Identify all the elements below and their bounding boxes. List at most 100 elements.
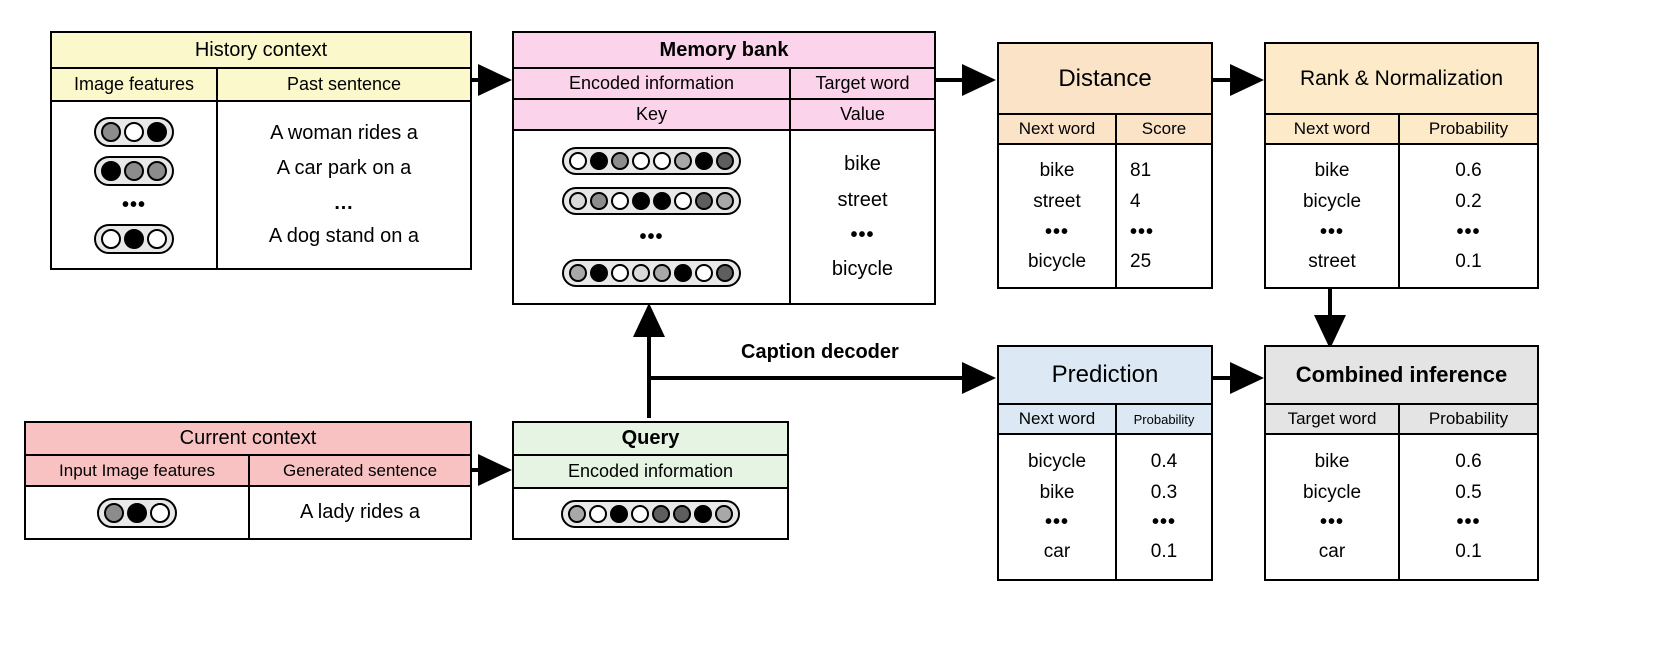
- combined-word: car: [1318, 540, 1346, 562]
- feature-dot: [147, 160, 167, 181]
- key-vector-pill: [562, 187, 741, 215]
- rank-word: street: [1308, 250, 1356, 272]
- feature-dot: [674, 192, 692, 210]
- past-sentence-item: A dog stand on a: [268, 224, 420, 247]
- memory-bank-col-value: Value: [789, 100, 934, 129]
- rank-normalization-next-word-column: bike bicycle ••• street: [1266, 145, 1398, 287]
- combined-probability: •••: [1456, 511, 1481, 534]
- distance-next-word-column: bike street ••• bicycle: [999, 145, 1115, 287]
- feature-dot: [716, 192, 734, 210]
- prediction-probability: 0.4: [1150, 451, 1178, 473]
- feature-dot: [611, 152, 629, 170]
- key-vector-pill: [562, 259, 741, 287]
- memory-bank-key-column: •••: [514, 131, 789, 303]
- feature-vector-pill: [94, 116, 174, 147]
- feature-vector-pill: [97, 497, 177, 528]
- history-context-vector-ellipsis: •••: [121, 193, 146, 216]
- history-context-image-features-column: •••: [52, 102, 216, 268]
- feature-dot: [632, 264, 650, 282]
- prediction-word: bicycle: [1027, 451, 1087, 473]
- prediction-col-probability: Probability: [1115, 405, 1211, 433]
- distance-col-next-word: Next word: [1018, 119, 1096, 138]
- prediction-box: Prediction Next word Probability bicycle…: [997, 345, 1213, 581]
- memory-bank-key-ellipsis: •••: [639, 226, 664, 248]
- feature-dot: [673, 504, 691, 523]
- feature-dot: [101, 228, 121, 249]
- feature-dot: [695, 152, 713, 170]
- prediction-word: •••: [1044, 511, 1069, 534]
- query-vector-cell: [514, 489, 787, 538]
- feature-vector-pill: [94, 155, 174, 186]
- prediction-probability: •••: [1151, 511, 1176, 534]
- distance-score: •••: [1130, 220, 1155, 243]
- feature-dot: [124, 121, 144, 142]
- prediction-word: bike: [1039, 481, 1075, 503]
- memory-bank-col-target-word: Target word: [789, 69, 934, 98]
- feature-dot: [124, 160, 144, 181]
- prediction-title: Prediction: [999, 347, 1211, 405]
- combined-probability: 0.5: [1455, 481, 1482, 503]
- feature-dot: [611, 192, 629, 210]
- feature-dot: [101, 160, 121, 181]
- distance-score: 4: [1130, 190, 1141, 212]
- memory-bank-value-item: street: [837, 189, 888, 212]
- distance-title: Distance: [999, 44, 1211, 115]
- feature-dot: [716, 264, 734, 282]
- feature-dot: [653, 152, 671, 170]
- rank-probability: •••: [1456, 220, 1481, 243]
- feature-dot: [674, 152, 692, 170]
- distance-score-column: 81 4 ••• 25: [1115, 145, 1211, 287]
- distance-word: bike: [1039, 159, 1075, 181]
- rank-probability: 0.6: [1455, 159, 1482, 181]
- prediction-word: car: [1043, 540, 1071, 562]
- current-context-col-input-image-features: Input Image features: [59, 460, 215, 480]
- distance-col-score: Score: [1115, 115, 1211, 143]
- key-vector-pill: [562, 147, 741, 175]
- distance-word: street: [1033, 190, 1081, 212]
- feature-dot: [694, 504, 712, 523]
- history-context-past-sentence-column: A woman rides a A car park on a … A dog …: [216, 102, 470, 268]
- feature-dot: [569, 264, 587, 282]
- generated-sentence: A lady rides a: [299, 501, 421, 523]
- memory-bank-title: Memory bank: [514, 33, 934, 69]
- rank-probability: 0.2: [1455, 190, 1482, 212]
- feature-dot: [590, 152, 608, 170]
- query-title: Query: [514, 423, 787, 456]
- prediction-col-next-word: Next word: [1018, 409, 1096, 428]
- combined-inference-box: Combined inference Target word Probabili…: [1264, 345, 1539, 581]
- history-context-col-past-sentence: Past sentence: [216, 69, 470, 100]
- feature-dot: [124, 228, 144, 249]
- current-context-title: Current context: [26, 423, 470, 456]
- feature-dot: [611, 264, 629, 282]
- rank-normalization-box: Rank & Normalization Next word Probabili…: [1264, 42, 1539, 289]
- history-context-box: History context Image features Past sent…: [50, 31, 472, 270]
- current-context-box: Current context Input Image features Gen…: [24, 421, 472, 540]
- distance-word: bicycle: [1027, 250, 1087, 272]
- rank-word: •••: [1319, 220, 1344, 243]
- caption-decoder-label: Caption decoder: [741, 341, 899, 363]
- memory-bank-value-item: •••: [850, 223, 875, 246]
- combined-word: bike: [1314, 451, 1350, 473]
- memory-bank-value-item: bike: [844, 153, 881, 176]
- feature-dot: [632, 192, 650, 210]
- distance-score: 81: [1130, 159, 1152, 181]
- distance-score: 25: [1130, 250, 1152, 272]
- distance-word: •••: [1044, 220, 1069, 243]
- combined-inference-title: Combined inference: [1266, 347, 1537, 405]
- prediction-probability-column: 0.4 0.3 ••• 0.1: [1115, 435, 1211, 579]
- distance-box: Distance Next word Score bike street •••…: [997, 42, 1213, 289]
- memory-bank-col-encoded-information: Encoded information: [568, 73, 735, 93]
- rank-normalization-col-probability: Probability: [1398, 115, 1537, 143]
- prediction-probability: 0.3: [1150, 481, 1178, 503]
- combined-inference-target-word-column: bike bicycle ••• car: [1266, 435, 1398, 579]
- combined-inference-col-target-word: Target word: [1287, 409, 1377, 428]
- combined-probability: 0.1: [1455, 540, 1482, 562]
- query-vector-pill: [561, 499, 740, 528]
- prediction-next-word-column: bicycle bike ••• car: [999, 435, 1115, 579]
- current-context-image-features-cell: [26, 487, 248, 538]
- rank-probability: 0.1: [1455, 250, 1482, 272]
- feature-dot: [569, 192, 587, 210]
- rank-normalization-probability-column: 0.6 0.2 ••• 0.1: [1398, 145, 1537, 287]
- feature-vector-pill: [94, 223, 174, 254]
